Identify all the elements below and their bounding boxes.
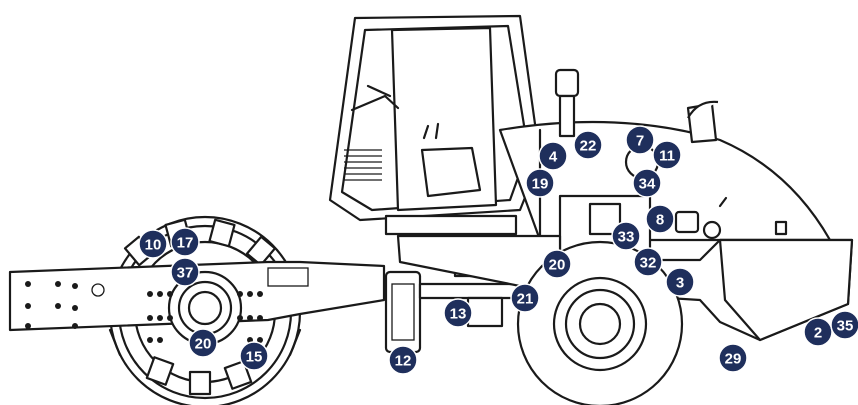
callout-marker xyxy=(611,221,641,251)
callout-34: 34 xyxy=(632,168,662,198)
callout-label: 19 xyxy=(532,176,549,193)
callout-8: 8 xyxy=(645,204,675,234)
callout-label: 33 xyxy=(618,229,635,246)
rear-wheel xyxy=(516,240,684,405)
callout-35: 35 xyxy=(830,310,858,340)
callout-32: 32 xyxy=(633,247,663,277)
callout-marker xyxy=(652,140,682,170)
callout-marker xyxy=(665,267,695,297)
cab xyxy=(328,14,542,236)
callout-label: 37 xyxy=(177,265,194,282)
callout-label: 8 xyxy=(656,212,664,229)
callout-3: 3 xyxy=(665,267,695,297)
callout-label: 13 xyxy=(450,306,467,323)
callout-10: 10 xyxy=(138,229,168,259)
callout-marker xyxy=(645,204,675,234)
callout-marker xyxy=(188,328,218,358)
callout-label: 2 xyxy=(814,325,822,342)
callout-2: 2 xyxy=(803,317,833,347)
callout-37: 37 xyxy=(170,257,200,287)
callout-label: 34 xyxy=(639,176,656,193)
callout-22: 22 xyxy=(573,130,603,160)
callout-label: 10 xyxy=(145,237,162,254)
callout-label: 22 xyxy=(580,138,597,155)
callout-21: 21 xyxy=(510,283,540,313)
callout-marker xyxy=(138,229,168,259)
callout-33: 33 xyxy=(611,221,641,251)
callout-7: 7 xyxy=(625,125,655,155)
callout-marker xyxy=(718,343,748,373)
callout-12: 12 xyxy=(388,345,418,375)
callout-19: 19 xyxy=(525,168,555,198)
callout-label: 11 xyxy=(659,148,675,165)
callout-marker xyxy=(170,227,200,257)
callout-label: 4 xyxy=(549,149,558,166)
callout-marker xyxy=(542,249,572,279)
callout-label: 17 xyxy=(177,235,194,252)
callout-label: 29 xyxy=(725,351,742,368)
callout-label: 35 xyxy=(837,318,854,335)
callout-marker xyxy=(573,130,603,160)
callout-label: 12 xyxy=(395,353,412,370)
callout-marker xyxy=(632,168,662,198)
callout-label: 21 xyxy=(517,291,534,308)
callout-label: 15 xyxy=(246,349,263,366)
callout-label: 32 xyxy=(640,255,657,272)
callout-marker xyxy=(239,341,269,371)
callout-marker xyxy=(830,310,858,340)
callout-marker xyxy=(538,141,568,171)
callout-marker xyxy=(625,125,655,155)
callout-29: 29 xyxy=(718,343,748,373)
callout-marker xyxy=(443,298,473,328)
callout-marker xyxy=(633,247,663,277)
callout-label: 20 xyxy=(549,257,566,274)
callout-11: 11 xyxy=(652,140,682,170)
callout-marker xyxy=(510,283,540,313)
callout-marker xyxy=(803,317,833,347)
callout-20: 20 xyxy=(188,328,218,358)
callout-label: 7 xyxy=(636,133,644,150)
callout-20: 20 xyxy=(542,249,572,279)
callout-layer: 4 22 7 11 19 34 8 10 17 33 37 20 32 3 21 13 20 15 12 29 2 35 xyxy=(138,125,858,375)
callout-13: 13 xyxy=(443,298,473,328)
callout-4: 4 xyxy=(538,141,568,171)
callout-label: 20 xyxy=(195,336,212,353)
callout-17: 17 xyxy=(170,227,200,257)
callout-marker xyxy=(388,345,418,375)
callout-label: 3 xyxy=(676,275,684,292)
callout-marker xyxy=(170,257,200,287)
callout-15: 15 xyxy=(239,341,269,371)
callout-marker xyxy=(525,168,555,198)
